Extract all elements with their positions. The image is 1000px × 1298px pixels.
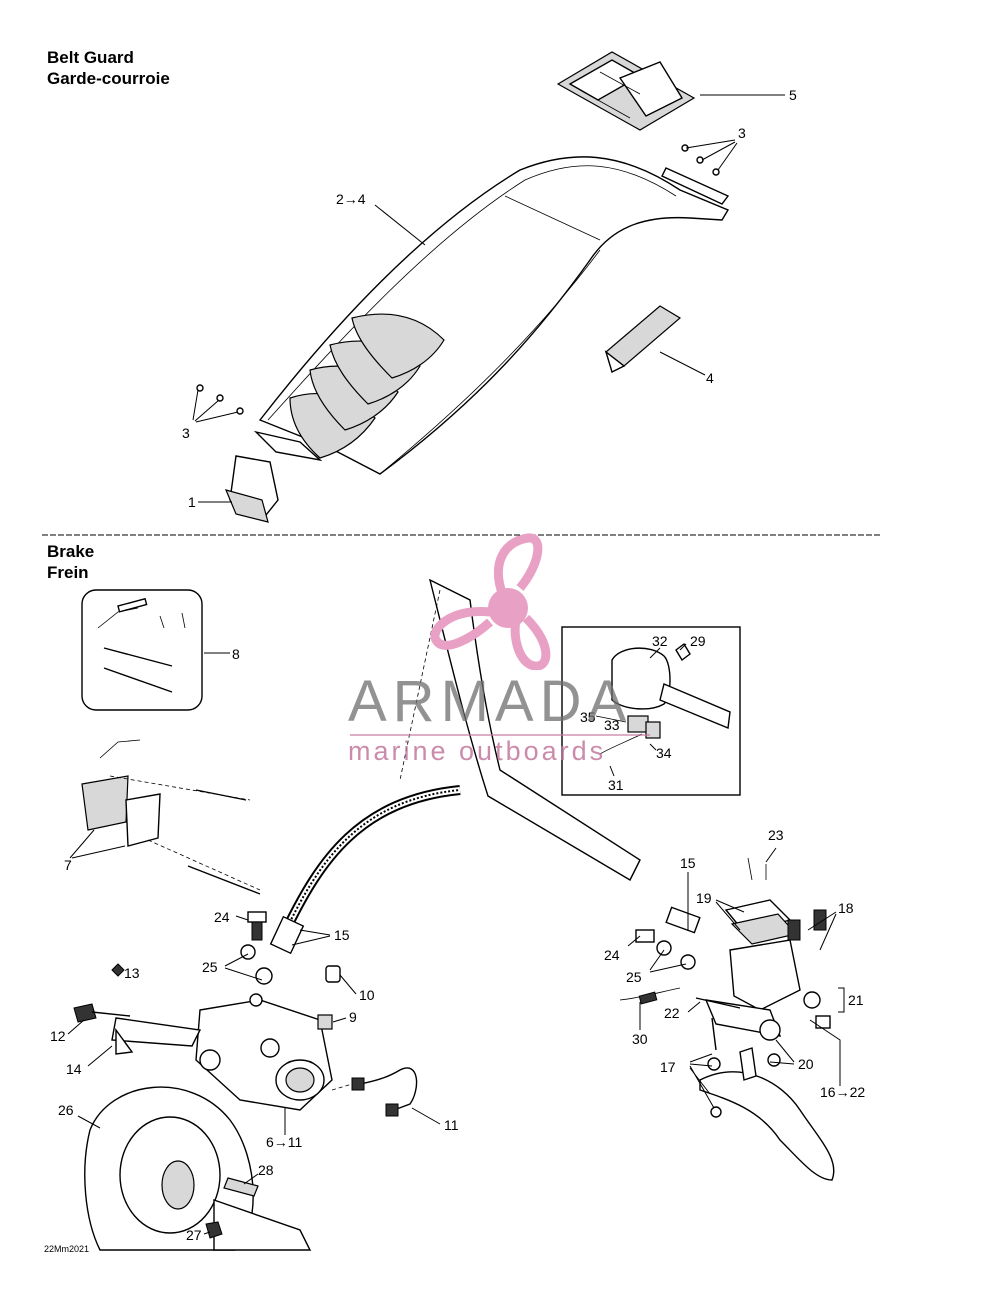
callout-29: 29 xyxy=(690,633,706,649)
callout-6-11: 6→11 xyxy=(266,1134,303,1150)
callout-18: 18 xyxy=(838,900,854,916)
callout-14: 14 xyxy=(66,1061,82,1077)
callout-10: 10 xyxy=(359,987,375,1003)
belt-guard-title: Belt Guard Garde-courroie xyxy=(47,47,170,89)
callout-11: 11 xyxy=(444,1117,459,1133)
callout-15-left: 15 xyxy=(334,927,350,943)
banjo-bolt-left xyxy=(224,911,273,1007)
bleeder-parts-9-10 xyxy=(317,965,357,1030)
caliper-bracket-part-14 xyxy=(67,963,202,1067)
callout-3-left: 3 xyxy=(182,425,190,441)
fasteners-part-3-left xyxy=(192,384,244,423)
callout-32: 32 xyxy=(652,633,668,649)
leader-2-4 xyxy=(374,204,426,246)
brake-pin-kit-part-8 xyxy=(81,589,230,711)
callout-27: 27 xyxy=(186,1227,202,1243)
callout-1: 1 xyxy=(188,494,196,510)
callout-21: 21 xyxy=(848,992,864,1008)
callout-20: 20 xyxy=(798,1056,814,1072)
brake-disc-part-26 xyxy=(77,1086,254,1251)
brake-switch-inset xyxy=(561,626,741,796)
master-cylinder-assembly xyxy=(619,847,845,1181)
brake-title-en: Brake xyxy=(47,542,95,561)
callout-16-22: 16→22 xyxy=(820,1084,865,1100)
callout-26: 26 xyxy=(58,1102,74,1118)
brake-hose-part-15 xyxy=(269,785,461,955)
callout-13: 13 xyxy=(124,965,140,981)
callout-33: 33 xyxy=(604,717,620,733)
callout-25-right: 25 xyxy=(626,969,642,985)
callout-24-right: 24 xyxy=(604,947,620,963)
drawing-code: 22Mm2021 xyxy=(44,1244,90,1254)
callout-31: 31 xyxy=(608,777,624,793)
callout-24-left: 24 xyxy=(214,909,230,925)
callout-35: 35 xyxy=(580,709,596,725)
callout-19: 19 xyxy=(696,890,712,906)
shaft-key-part-28 xyxy=(203,1173,312,1251)
callout-7: 7 xyxy=(64,857,72,873)
callout-8: 8 xyxy=(232,646,240,662)
belt-guard-title-fr: Garde-courroie xyxy=(47,69,170,88)
callout-12: 12 xyxy=(50,1028,66,1044)
brake-pads-part-7 xyxy=(69,739,261,895)
fasteners-part-3-top xyxy=(681,139,738,176)
callout-9: 9 xyxy=(349,1009,357,1025)
callout-15-right: 15 xyxy=(680,855,696,871)
callout-22: 22 xyxy=(664,1005,680,1021)
bracket-part-1 xyxy=(198,455,279,523)
callout-23: 23 xyxy=(768,827,784,843)
brake-caliper xyxy=(195,999,333,1135)
callout-25-left: 25 xyxy=(202,959,218,975)
callout-4: 4 xyxy=(706,370,714,386)
brake-title-fr: Frein xyxy=(47,563,89,582)
callout-3-top: 3 xyxy=(738,125,746,141)
decal-part-4 xyxy=(604,305,706,376)
callout-28: 28 xyxy=(258,1162,274,1178)
callout-2-4: 2→4 xyxy=(336,191,366,207)
callout-34: 34 xyxy=(656,745,672,761)
belt-guard-shell-part-2 xyxy=(253,156,730,475)
brake-title: Brake Frein xyxy=(47,541,94,583)
callout-17: 17 xyxy=(660,1059,676,1075)
decal-part-5 xyxy=(556,51,785,131)
callout-5: 5 xyxy=(789,87,797,103)
brake-line-part-11 xyxy=(331,1067,441,1125)
callout-30: 30 xyxy=(632,1031,648,1047)
belt-guard-title-en: Belt Guard xyxy=(47,48,134,67)
